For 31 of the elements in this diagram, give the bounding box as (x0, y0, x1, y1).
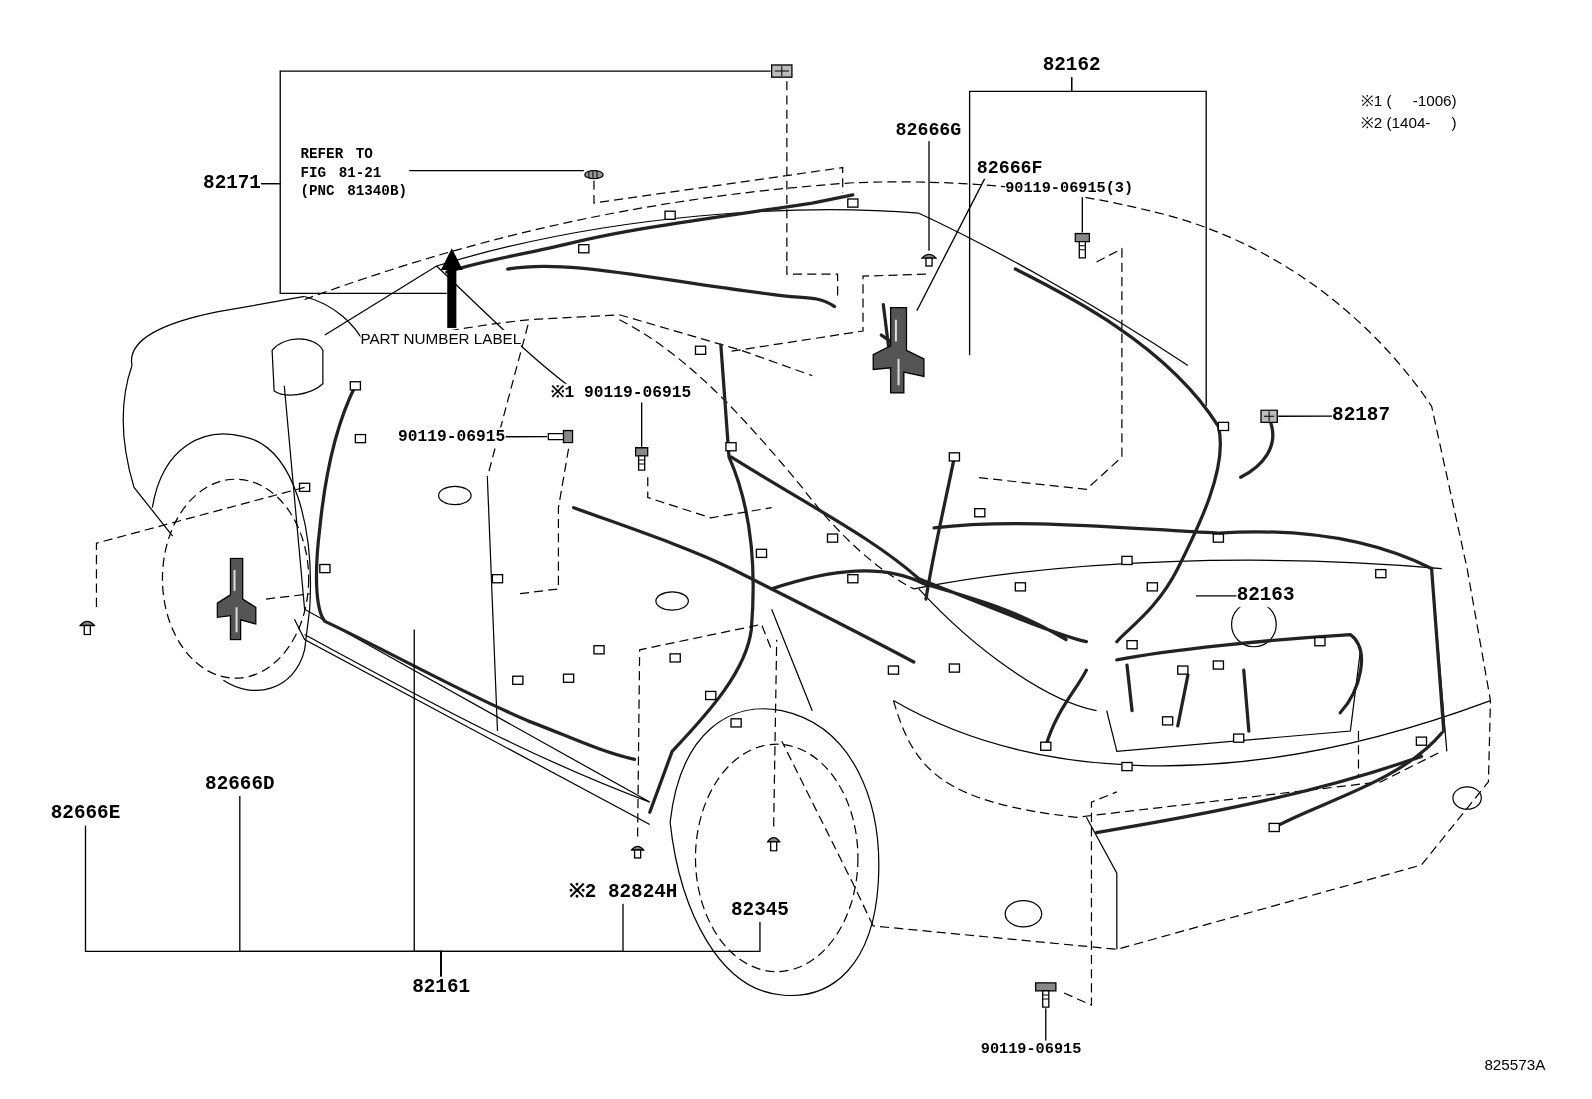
leader-line (504, 435, 548, 438)
bolt-drawing (634, 446, 649, 472)
bolt-drawing (1034, 981, 1057, 1009)
part-number: 82345 (731, 899, 789, 922)
leader-line (440, 921, 761, 978)
bolt-drawing (547, 429, 574, 444)
arrow (440, 248, 463, 328)
leader-line (1071, 76, 1207, 407)
part-number: 90119-06915(3) (1005, 179, 1134, 198)
leader-line (1277, 415, 1333, 417)
leader-line (1195, 595, 1238, 597)
part-number: 82163 (1236, 584, 1295, 607)
note-text: REFER TO FIG 81-21 (PNC 81340B) (300, 145, 409, 201)
connector-drawing (770, 63, 793, 79)
label-text: PART NUMBER LABEL (360, 329, 522, 348)
bracket-drawing (872, 306, 925, 394)
bracket-drawing (216, 557, 257, 641)
leader-line (408, 169, 585, 172)
leader-line (928, 140, 930, 252)
connector-drawing (1260, 409, 1279, 424)
footnote-text: ※2 (1404- ) (1360, 112, 1457, 132)
leader-line (1081, 196, 1083, 234)
leader-line (916, 177, 986, 312)
part-number: 82666D (205, 773, 275, 796)
bolt-drawing (1074, 232, 1091, 259)
footnote-text: ※1 ( -1006) (1360, 90, 1457, 110)
leader-line (260, 183, 448, 295)
figure-number: 825573A (1484, 1055, 1546, 1074)
leader-line (641, 401, 643, 448)
leader-line (1045, 1007, 1047, 1042)
part-number: 90119-06915 (398, 427, 506, 447)
